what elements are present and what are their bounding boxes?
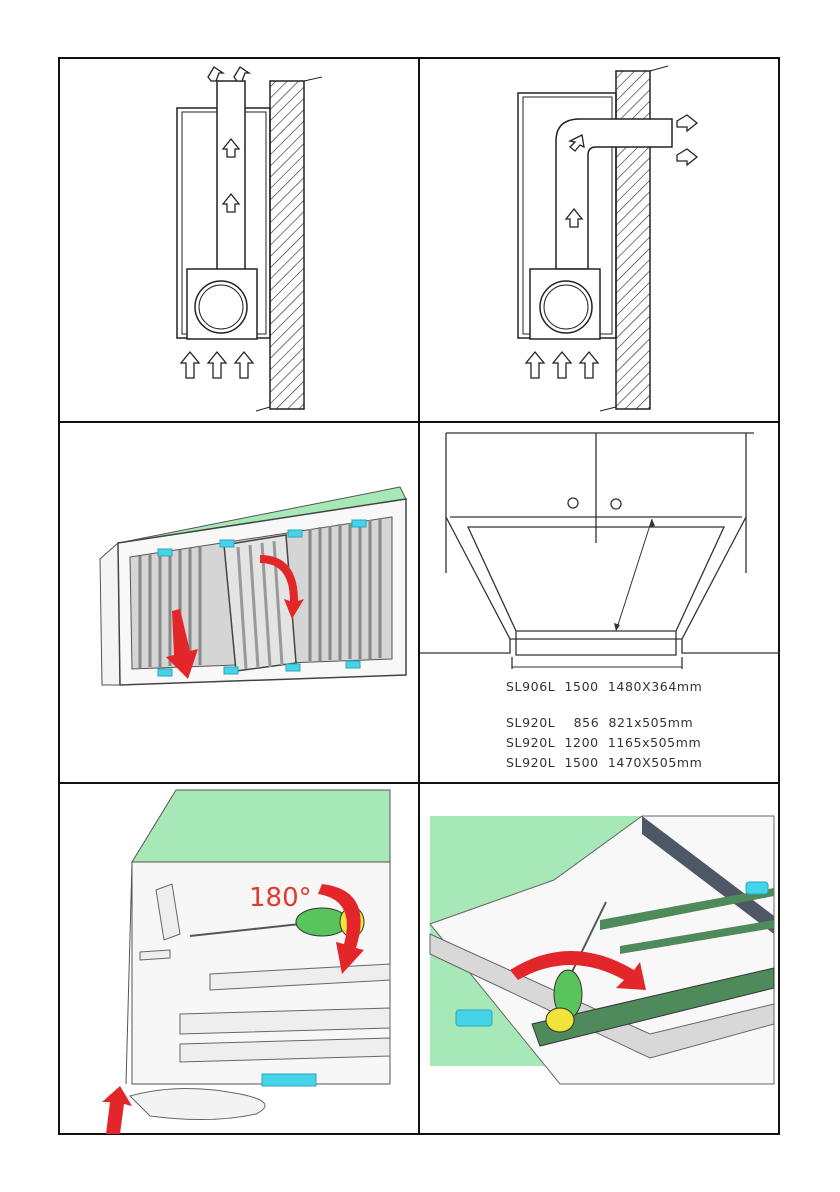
spec-row: SL920L 856 821x505mm <box>506 713 702 733</box>
panel-filter-removal <box>60 423 418 782</box>
screw-underside-drawing <box>420 784 780 1135</box>
panel-vertical-exhaust <box>60 59 418 421</box>
hood-top <box>132 790 390 872</box>
cabinet-knob <box>568 498 578 508</box>
panel-screw-rotation: 180° <box>60 784 418 1135</box>
specification-table: SL906L 1500 1480X364mm SL920L 856 821x50… <box>506 677 702 773</box>
screw-rotation-drawing <box>60 784 418 1135</box>
spec-row: SL920L 1500 1470X505mm <box>506 753 702 773</box>
wall <box>270 81 304 409</box>
spec-row: SL906L 1500 1480X364mm <box>506 677 702 697</box>
hood-side <box>100 543 120 685</box>
hand <box>130 1088 265 1119</box>
horizontal-exhaust-drawing <box>420 59 780 421</box>
panel-screw-underside <box>420 784 780 1135</box>
filter-removal-drawing <box>60 423 418 782</box>
spec-row: SL920L 1200 1165x505mm <box>506 733 702 753</box>
filter-clip <box>456 1010 492 1026</box>
vertical-exhaust-drawing <box>60 59 418 421</box>
panel-cutout-dimensions: SL906L 1500 1480X364mm SL920L 856 821x50… <box>420 423 780 782</box>
push-up-arrow <box>102 1086 132 1134</box>
duct <box>217 81 245 271</box>
rotation-angle-label: 180° <box>249 883 312 913</box>
panel-horizontal-exhaust <box>420 59 780 421</box>
filter-clip <box>262 1074 316 1086</box>
figure-grid: SL906L 1500 1480X364mm SL920L 856 821x50… <box>58 57 780 1135</box>
